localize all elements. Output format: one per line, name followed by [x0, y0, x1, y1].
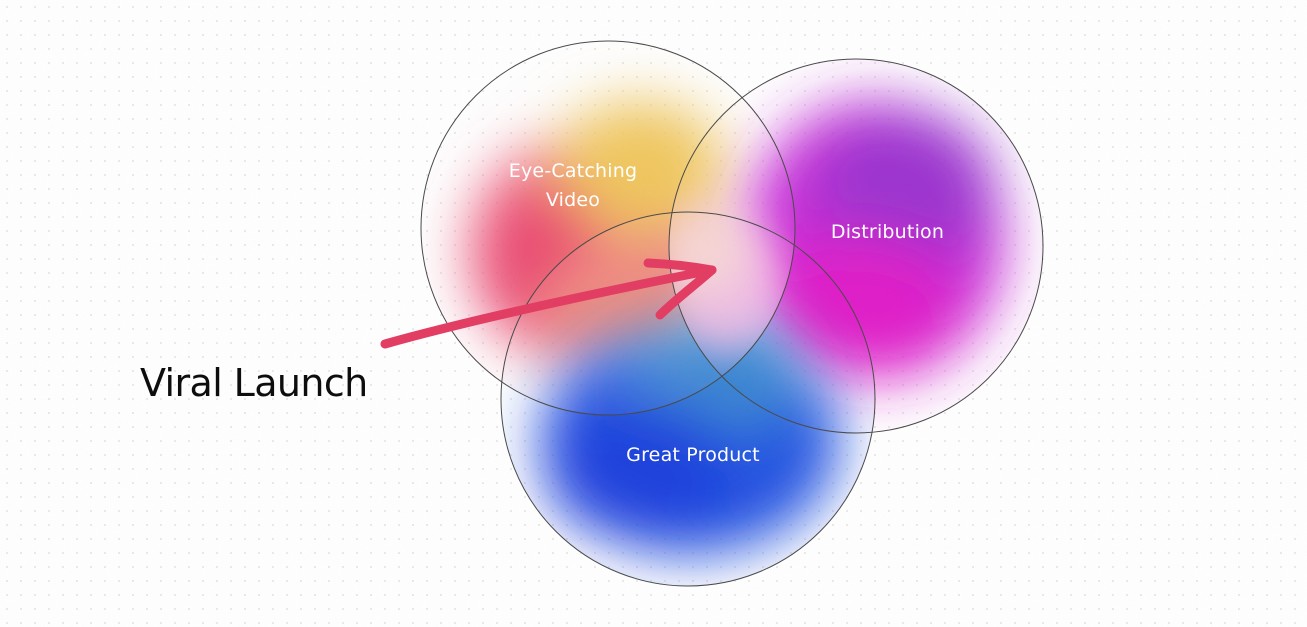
distribution-label: Distribution	[830, 221, 945, 243]
viral-launch-callout: Viral Launch	[140, 361, 368, 405]
product-label: Great Product	[626, 444, 760, 466]
distribution-circle-outline	[668, 58, 1044, 434]
arrow-icon	[380, 258, 717, 349]
video-circle-outline	[420, 40, 796, 416]
product-circle-outline	[500, 211, 876, 587]
video-label: Eye-Catching Video	[483, 157, 663, 215]
video-label-line-1: Eye-Catching	[508, 160, 638, 182]
video-label-line-2: Video	[545, 189, 601, 211]
